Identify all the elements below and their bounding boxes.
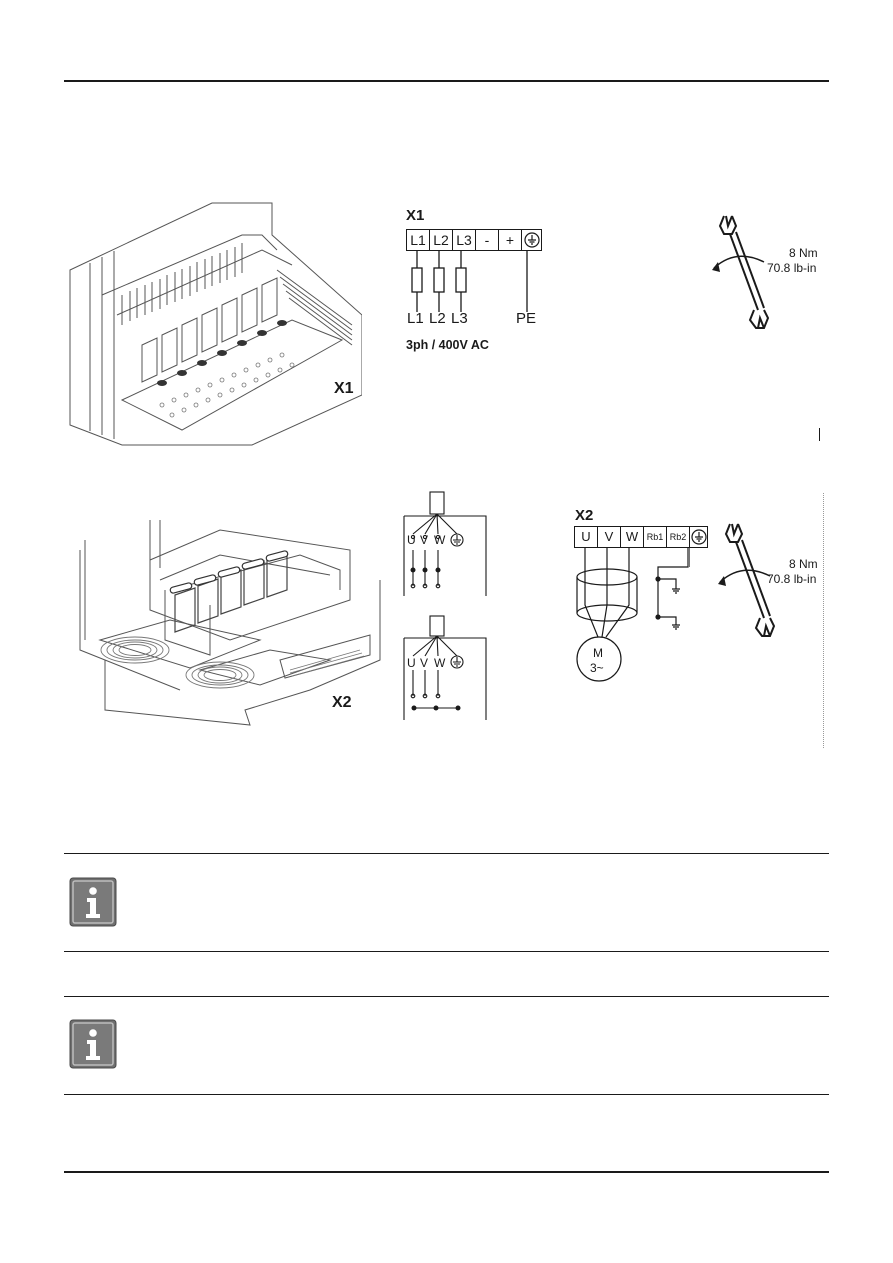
ground-terminal-icon [690, 527, 707, 547]
x2-photo-label: X2 [332, 694, 352, 711]
x2-terminal: W [621, 527, 644, 547]
info-icon [69, 877, 117, 927]
x1-fuse-wiring [411, 250, 528, 312]
delta-phase-v: V [420, 656, 429, 670]
x1-diagram-label: X1 [406, 207, 425, 224]
x2-terminal: V [598, 527, 621, 547]
motor-label: M [593, 646, 603, 660]
star-phase-w: W [434, 533, 446, 547]
note-2-bottom-rule [64, 1094, 829, 1095]
x2-diagram-label: X2 [575, 507, 594, 524]
x1-line-label: L1 [407, 310, 424, 327]
delta-phase-w: W [434, 656, 446, 670]
x1-terminal-strip: L1 L2 L3 - + [406, 229, 542, 251]
x1-terminal: L1 [407, 230, 430, 250]
header-rule [64, 80, 829, 82]
x2-torque-lbin: 70.8 lb-in [767, 572, 817, 586]
x1-torque-lbin: 70.8 lb-in [767, 261, 817, 275]
x1-line-label: L3 [451, 310, 468, 327]
x1-device-illustration [69, 202, 362, 446]
delta-phase-u: U [407, 656, 416, 670]
x1-line-label: L2 [429, 310, 446, 327]
ground-terminal-icon [522, 230, 541, 250]
x1-pe-label: PE [516, 310, 537, 327]
x2-terminal-strip: U V W Rb1 Rb2 [574, 526, 708, 548]
x2-torque-nm: 8 Nm [789, 557, 818, 571]
wrench-icon [718, 523, 776, 637]
motor-sub-label: 3~ [590, 661, 604, 675]
x1-terminal: + [499, 230, 522, 250]
motor-delta-connection [403, 615, 487, 720]
star-phase-u: U [407, 533, 416, 547]
dotted-margin-line [823, 493, 824, 748]
star-phase-v: V [420, 533, 429, 547]
wrench-icon [712, 215, 770, 329]
x2-terminal: U [575, 527, 598, 547]
x2-terminal: Rb2 [667, 527, 690, 547]
x1-torque-nm: 8 Nm [789, 246, 818, 260]
margin-mark [819, 428, 820, 441]
x2-motor-wiring [576, 547, 690, 682]
footer-rule [64, 1171, 829, 1173]
note-2-top-rule [64, 996, 829, 997]
x1-supply-label: 3ph / 400V AC [406, 338, 489, 352]
note-1-top-rule [64, 853, 829, 854]
x2-terminal: Rb1 [644, 527, 667, 547]
x1-photo-label: X1 [334, 380, 354, 397]
motor-star-connection [403, 491, 487, 596]
info-icon [69, 1019, 117, 1069]
x2-device-illustration [79, 520, 381, 726]
x1-terminal: L3 [453, 230, 476, 250]
x1-terminal: L2 [430, 230, 453, 250]
x1-terminal: - [476, 230, 499, 250]
note-1-bottom-rule [64, 951, 829, 952]
